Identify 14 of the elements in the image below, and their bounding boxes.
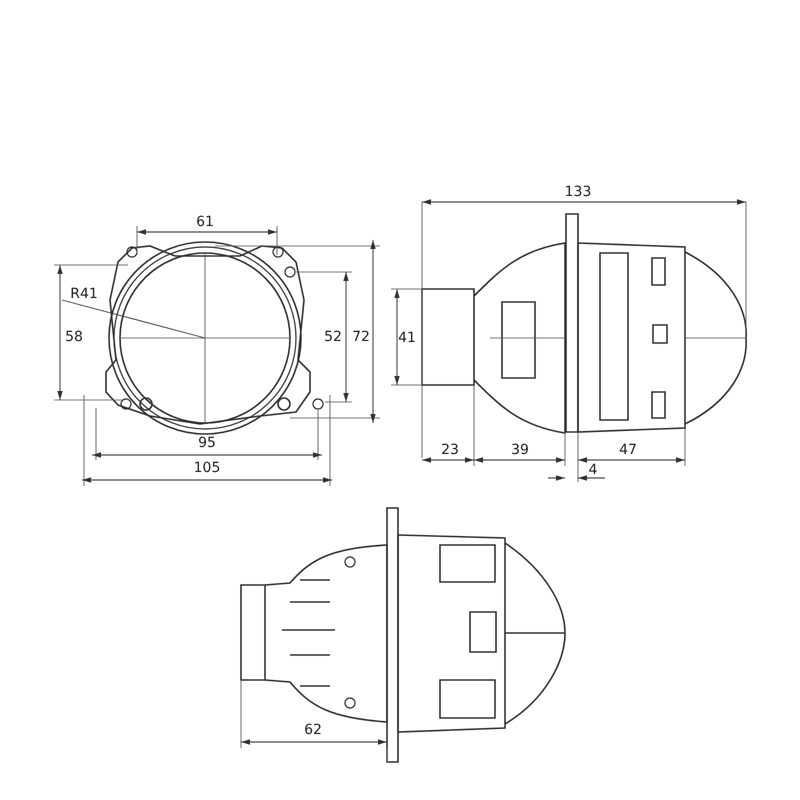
dimension-value: 23 bbox=[441, 443, 459, 457]
dimension-value: 105 bbox=[194, 461, 220, 475]
dimension-value: 52 bbox=[324, 330, 342, 344]
dimension-value: 41 bbox=[398, 331, 416, 345]
dimension-value: 58 bbox=[65, 330, 83, 344]
dimension-value: 72 bbox=[352, 330, 370, 344]
dimension-value: 39 bbox=[511, 443, 529, 457]
dimension-value: R41 bbox=[70, 287, 98, 301]
dimension-value: 61 bbox=[196, 215, 214, 229]
dimension-value: 133 bbox=[564, 185, 592, 199]
dimension-value: 95 bbox=[198, 436, 216, 450]
dimension-value: 47 bbox=[619, 443, 637, 457]
dimension-value: 62 bbox=[304, 723, 322, 737]
dimension-value: 4 bbox=[588, 463, 598, 477]
